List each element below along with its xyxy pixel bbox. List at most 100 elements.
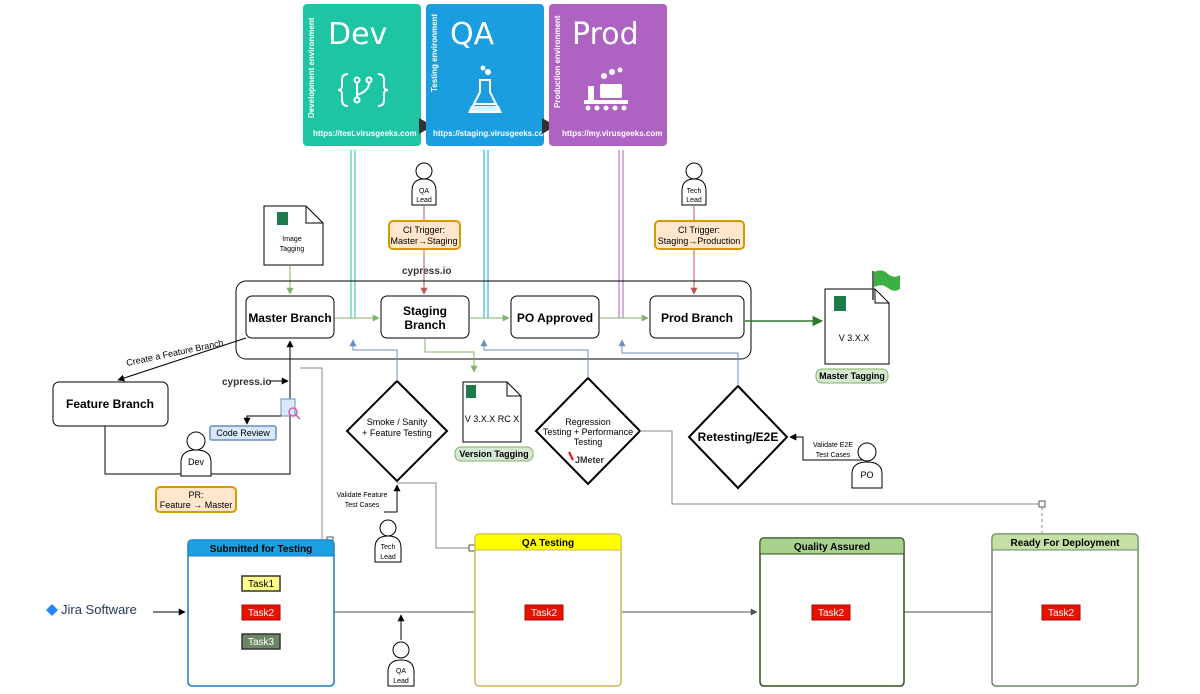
qa-lead-bottom-line1: QA [396,668,406,675]
lane-qa-testing: QA Testing Task2 [474,533,622,687]
code-review-icon [280,398,301,420]
task-card[interactable]: Task1 [241,575,281,592]
ci-trigger-prod-line1: CI Trigger: [678,225,720,235]
tag-icon [277,212,288,225]
ci-trigger-qa: CI Trigger: Master→Staging [388,220,461,250]
feature-branch-node[interactable]: Feature Branch [52,381,169,427]
lane-assured-title: Quality Assured [794,542,870,553]
svg-text:JMeter: JMeter [575,455,605,465]
version-tagging-doc: V 3.X.X RC X [462,381,522,443]
svg-text:Task1: Task1 [248,579,275,590]
regression-decision[interactable]: Regression Testing + Performance Testing [534,376,642,486]
link-master-to-submitted [300,367,330,541]
prod-branch-node[interactable]: Prod Branch [649,295,745,339]
cypress-logo-top: cypress.io [402,266,451,277]
pipeline-container [235,280,752,360]
lane-ready-for-deployment: Ready For Deployment Task2 [991,533,1139,687]
master-doc-text: V 3.X.X [839,333,870,343]
lane-submitted-title: Submitted for Testing [210,544,313,555]
jmeter-logo: JMeter [568,451,605,465]
master-branch-label: Master Branch [248,311,331,325]
env-side-label-prod: Production environment [553,15,562,108]
task-card[interactable]: Task3 [241,633,281,650]
qa-lead-bottom-line2: Lead [393,678,409,685]
smoke-sanity-decision[interactable]: Smoke / Sanity + Feature Testing [345,379,449,483]
tech-lead-top-line1: Tech [687,188,702,195]
retesting-to-po-arrow [618,339,739,386]
env-title-prod: Prod [572,17,639,52]
staging-branch-line1: Staging [403,304,447,318]
lane-ready-title: Ready For Deployment [1011,538,1121,549]
task-card[interactable]: Task2 [1041,604,1081,621]
ci-trigger-prod-line2: Staging→Production [658,236,741,246]
env-side-label-qa: Testing environment [430,14,439,92]
env-card-prod: Prod Production environment https://my.v… [549,4,667,146]
person-po: PO [851,442,883,489]
svg-text:Task2: Task2 [1048,608,1075,619]
staging-branch-node[interactable]: Staging Branch [380,295,470,339]
env-url-qa: https://staging.virusgeeks.com [433,129,551,138]
env-title-dev: Dev [328,17,387,52]
image-tagging-doc: Image Tagging [263,205,324,266]
smoke-line2: + Feature Testing [362,428,432,438]
jira-icon [46,604,58,616]
svg-text:Task2: Task2 [531,608,558,619]
feature-branch-label: Feature Branch [66,397,154,411]
lane-qa-title: QA Testing [522,538,574,549]
code-branch-icon [337,73,389,107]
tech-lead-top-line2: Lead [686,197,702,204]
version-doc-text: V 3.X.X RC X [465,414,520,424]
retesting-decision[interactable]: Retesting/E2E [687,384,789,490]
retesting-label: Retesting/E2E [698,430,779,444]
person-dev: Dev [180,431,212,477]
lane-submitted: Submitted for Testing Task1 Task2 Task3 [187,539,335,687]
env-url-prod: https://my.virusgeeks.com [562,129,662,138]
regression-line2: Testing + Performance [543,427,633,437]
svg-text:Validate Feature: Validate Feature [337,492,388,499]
image-tagging-line1: Image [282,236,302,243]
pr-line2: Feature → Master [160,500,233,510]
jira-text: Jira Software [61,602,137,617]
validate-feature-label: Validate Feature Test Cases [337,492,388,509]
qa-lead-top-line1: QA [419,188,429,195]
validate-e2e-label: Validate E2E Test Cases [813,442,853,459]
tech-lead-to-smoke [384,484,401,513]
person-qa-lead-top: QA Lead [411,162,437,206]
regression-line3: Testing [574,437,603,447]
jira-software-logo: Jira Software [46,602,137,617]
ci-trigger-qa-line1: CI Trigger: [403,225,445,235]
po-approved-node[interactable]: PO Approved [510,295,600,339]
arrow-create-feature [117,337,247,382]
dev-label: Dev [188,457,205,467]
svg-text:Master Tagging: Master Tagging [819,371,885,381]
svg-text:Test Cases: Test Cases [345,502,380,509]
cypress-logo-mid: cypress.io [222,377,271,388]
tech-lead-bottom-line2: Lead [380,554,396,561]
task-card[interactable]: Task2 [811,604,851,621]
tag-icon [466,385,476,398]
lane-quality-assured: Quality Assured Task2 [759,537,905,687]
task-card[interactable]: Task2 [524,604,564,621]
version-tagging-label: Version Tagging [454,446,534,462]
smoke-line1: Smoke / Sanity [367,417,428,427]
master-branch-node[interactable]: Master Branch [245,295,335,339]
image-tagging-line2: Tagging [280,246,305,253]
qa-lead-top-line2: Lead [416,197,432,204]
svg-text:Code Review: Code Review [216,428,270,438]
staging-branch-line2: Branch [404,318,445,332]
task-card[interactable]: Task2 [241,604,281,621]
svg-text:Task2: Task2 [818,608,845,619]
tag-icon [834,296,846,311]
ci-trigger-prod: CI Trigger: Staging→Production [654,220,745,250]
smoke-to-master-arrow [349,339,398,381]
tech-lead-bottom-line1: Tech [381,544,396,551]
pr-line1: PR: [188,490,203,500]
env-card-dev: Dev Development environment https://test… [303,4,421,146]
svg-text:Test Cases: Test Cases [816,452,851,459]
link-smoke-to-qa [397,482,472,549]
master-tagging-doc: V 3.X.X [824,288,890,365]
flag-icon [872,270,900,300]
master-tagging-label: Master Tagging [815,368,889,384]
regression-line1: Regression [565,417,611,427]
